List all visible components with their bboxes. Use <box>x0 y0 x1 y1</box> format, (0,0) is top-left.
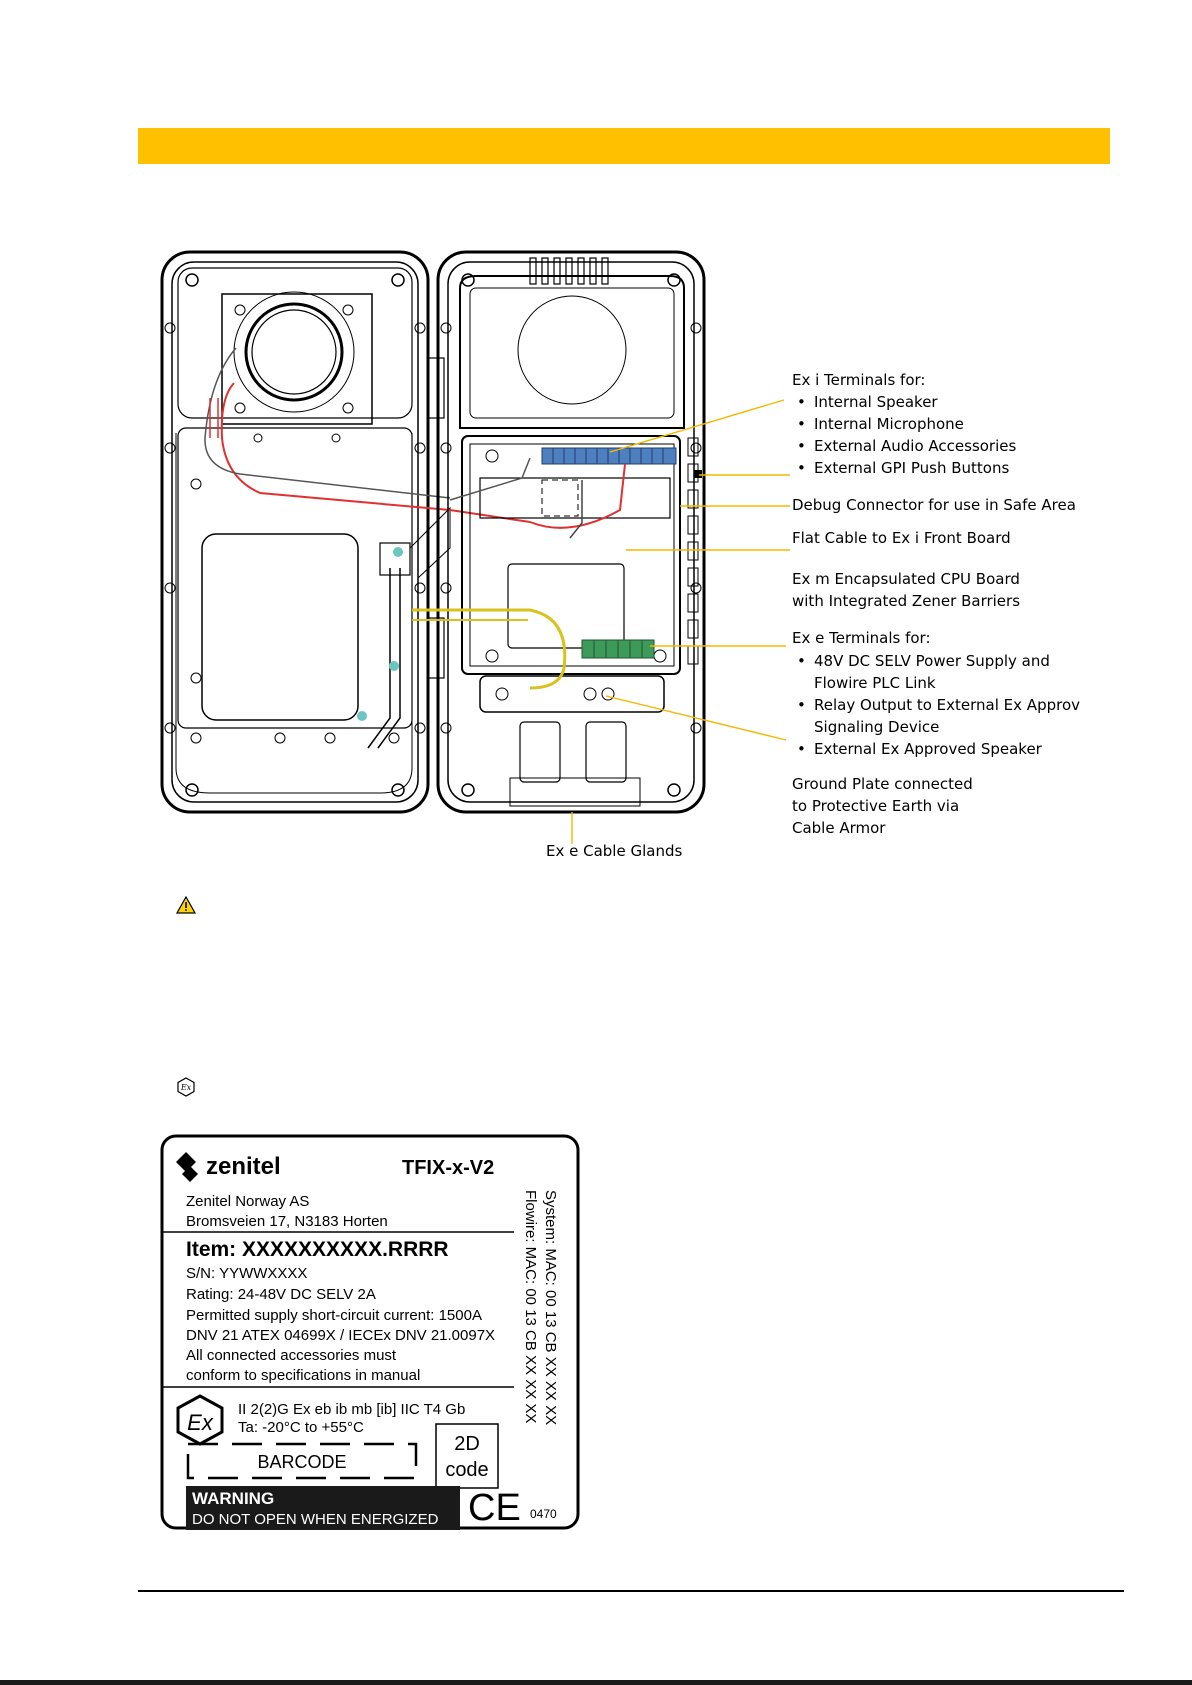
2d-code-line1: 2D <box>454 1433 480 1455</box>
warning-text: DO NOT OPEN WHEN ENERGIZED <box>192 1511 439 1528</box>
short-circuit-current: Permitted supply short-circuit current: … <box>186 1307 482 1324</box>
mac-system: System: MAC: 00 13 CB XX XX XX <box>542 1190 559 1425</box>
bullet: • <box>797 415 806 433</box>
exi-heading: Ex i Terminals for: <box>792 371 925 389</box>
notified-body-number: 0470 <box>530 1507 557 1521</box>
barcode-placeholder <box>186 1442 418 1480</box>
exe-terminal-block <box>581 639 655 659</box>
callout-labels: Ex i Terminals for: • Internal Speaker •… <box>546 371 1080 860</box>
debug-connector <box>694 470 702 478</box>
bullet: • <box>797 740 806 758</box>
ce-mark: CE <box>468 1487 521 1529</box>
ex-marking: II 2(2)G Ex eb ib mb [ib] IIC T4 Gb <box>238 1401 465 1418</box>
bullet: • <box>797 437 806 455</box>
front-door-housing <box>160 250 451 814</box>
bullet: • <box>797 652 806 670</box>
exe-item-cont: Flowire PLC Link <box>814 674 936 692</box>
zenitel-logo-icon <box>176 1152 198 1182</box>
2d-code-box <box>435 1423 499 1489</box>
accessories-note-2: conform to specifications in manual <box>186 1367 420 1384</box>
exi-item: External Audio Accessories <box>814 437 1016 455</box>
exe-item-cont: Signaling Device <box>814 718 939 736</box>
accessories-note-1: All connected accessories must <box>186 1347 397 1364</box>
svg-text:Ex: Ex <box>187 1410 214 1435</box>
certifications: DNV 21 ATEX 04699X / IECEx DNV 21.0097X <box>186 1327 495 1344</box>
glands-label: Ex e Cable Glands <box>546 842 682 860</box>
bullet: • <box>797 459 806 477</box>
warning-block <box>186 1486 460 1530</box>
bullet: • <box>797 696 806 714</box>
teal-marker <box>357 711 367 721</box>
rating: Rating: 24-48V DC SELV 2A <box>186 1286 376 1303</box>
warning-title: WARNING <box>192 1489 274 1508</box>
brand-name: zenitel <box>206 1153 281 1180</box>
exe-item: External Ex Approved Speaker <box>814 740 1043 758</box>
intercom-open-housing-diagram: Ex i Terminals for: • Internal Speaker •… <box>160 250 1080 860</box>
company-address: Bromsveien 17, N3183 Horten <box>186 1213 388 1230</box>
footer-rule <box>138 1590 1124 1592</box>
wiring-diagram-figure: Ex i Terminals for: • Internal Speaker •… <box>150 248 1080 868</box>
item-number: Item: XXXXXXXXXX.RRRR <box>186 1238 449 1261</box>
exe-heading: Ex e Terminals for: <box>792 629 931 647</box>
teal-marker <box>389 661 399 671</box>
red-wire <box>220 382 531 523</box>
teal-marker <box>393 547 403 557</box>
callout-leaders <box>571 399 790 844</box>
exe-item: Relay Output to External Ex Approved <box>814 696 1080 714</box>
svg-text:Ex: Ex <box>180 1083 192 1092</box>
barcode-text: BARCODE <box>257 1452 346 1472</box>
exm-label-line1: Ex m Encapsulated CPU Board <box>792 570 1020 588</box>
back-box-housing <box>436 250 706 814</box>
warning-triangle-icon <box>175 895 197 914</box>
ambient-temperature: Ta: -20°C to +55°C <box>238 1419 364 1436</box>
exe-item: 48V DC SELV Power Supply and <box>814 652 1050 670</box>
company-name: Zenitel Norway AS <box>186 1193 309 1210</box>
product-rating-label: zenitel TFIX-x-V2 Zenitel Norway AS Brom… <box>160 1134 580 1530</box>
exi-item: External GPI Push Buttons <box>814 459 1009 477</box>
flat-cable-label: Flat Cable to Ex i Front Board <box>792 529 1011 547</box>
page-bottom-edge <box>0 1680 1192 1685</box>
ground-label-line1: Ground Plate connected <box>792 775 973 793</box>
2d-code-line2: code <box>445 1459 488 1481</box>
exi-item: Internal Microphone <box>814 415 964 433</box>
exi-terminal-block <box>541 447 677 465</box>
ground-label-line3: Cable Armor <box>792 819 886 837</box>
yellow-ground-wire <box>412 608 567 690</box>
serial-number: S/N: YYWWXXXX <box>186 1265 307 1282</box>
section-header-bar <box>138 128 1110 164</box>
exi-item: Internal Speaker <box>814 393 938 411</box>
model-number: TFIX-x-V2 <box>402 1157 494 1179</box>
exm-label-line2: with Integrated Zener Barriers <box>792 592 1020 610</box>
ex-hexagon-icon: Ex <box>176 1077 196 1097</box>
bullet: • <box>797 393 806 411</box>
ground-label-line2: to Protective Earth via <box>792 797 959 815</box>
mac-flowire: Flowire: MAC: 00 13 CB XX XX XX <box>522 1190 539 1423</box>
debug-label: Debug Connector for use in Safe Area <box>792 496 1076 514</box>
